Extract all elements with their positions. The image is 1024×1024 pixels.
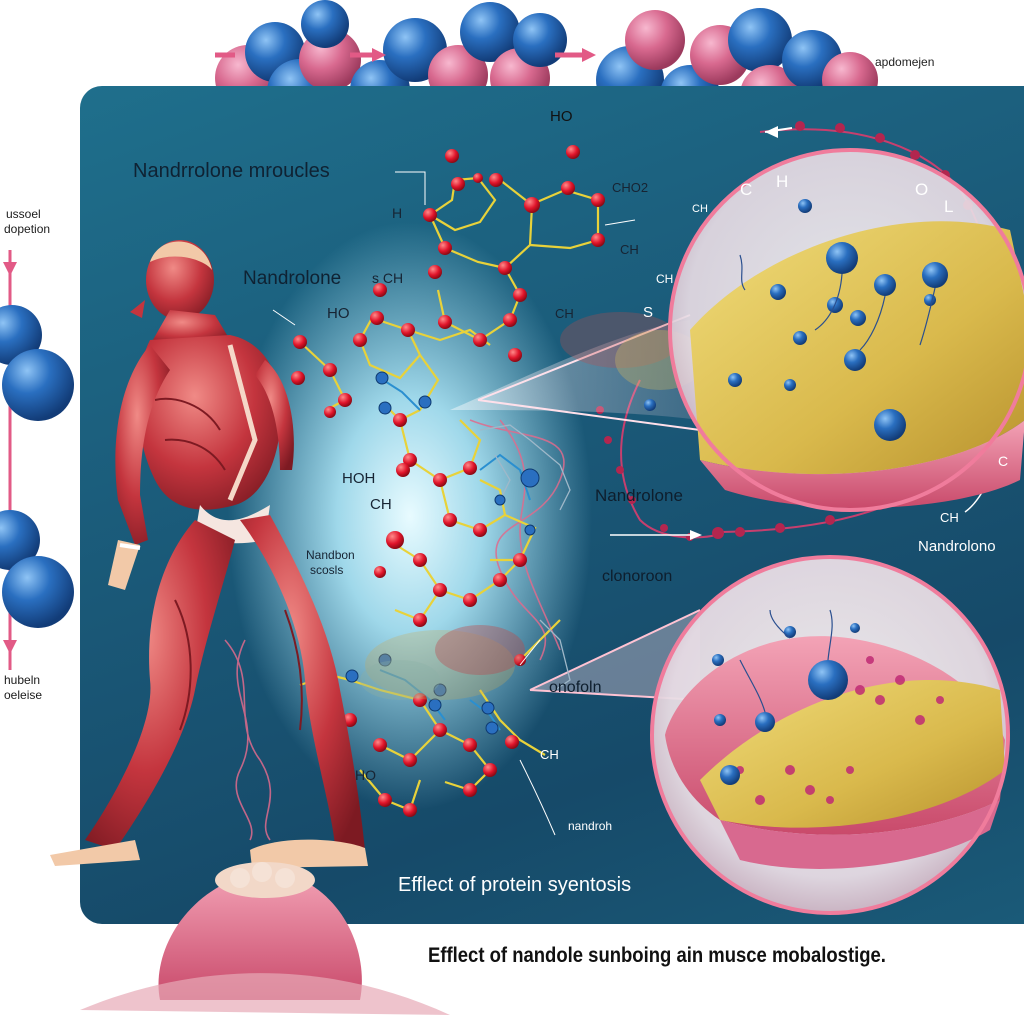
upper-letter-h: H (776, 172, 789, 191)
molecule-bonds-gray (479, 424, 571, 691)
ho-label-1: HO (327, 305, 350, 322)
upper-zoom-sphere (644, 148, 1024, 512)
left-margin-beads (0, 250, 74, 670)
molecule-atoms-red (291, 145, 605, 817)
leader-lines (272, 171, 636, 836)
onofoln-label: onofoln (549, 679, 602, 696)
footer-caption: Efflect of nandole sunboing ain musce mo… (428, 944, 886, 967)
upper-ch-small: CH (692, 203, 708, 215)
upper-ch-left: CH (656, 272, 674, 286)
dna-helix (224, 419, 565, 841)
ch-label-2: CH (555, 306, 574, 321)
molecules-title: Nandrrolone mroucles (133, 160, 330, 182)
nandbon-label-line2: scosls (310, 563, 344, 577)
white-arrow-head (765, 126, 778, 138)
molecule-atoms-blue (345, 371, 540, 735)
left-top-label-line2: dopetion (4, 222, 51, 236)
nandrolone-zoom-label: Nandrolone (595, 486, 683, 505)
upper-c-label: C (998, 453, 1009, 469)
nandrolone-ch-label: s CH (372, 270, 404, 286)
upper-letter-c: C (740, 180, 753, 199)
ch-label-3: CH (370, 496, 392, 513)
ho-label-top: HO (550, 108, 573, 125)
upper-s-label: S (643, 304, 654, 321)
light-beam-lower (530, 610, 700, 700)
left-bottom-label-line1: hubeln (4, 673, 41, 687)
nandrolone-main-label: Nandrolone (243, 268, 342, 289)
upper-letter-l: L (944, 197, 954, 216)
hoh-label: HOH (342, 470, 376, 487)
nandroh-label: nandroh (568, 819, 613, 833)
nandrolono-label: Nandrolono (918, 538, 996, 555)
light-beam-upper (450, 320, 700, 420)
ch-label-4: CH (540, 747, 559, 762)
nandbon-label-line1: Nandbon (306, 548, 355, 562)
upper-ch-right: CH (940, 510, 959, 525)
left-bottom-label-line2: oeleise (4, 688, 43, 702)
effect-inline-label: Efflect of protein syentosis (398, 874, 632, 896)
cho2-label: CHO2 (612, 180, 649, 195)
muscle-bundle (80, 862, 450, 1015)
upper-letter-o: O (915, 180, 929, 199)
ho-label-2: HO (355, 767, 376, 783)
clonoroon-label: clonoroon (602, 568, 673, 585)
ch-label-1: CH (620, 242, 639, 257)
h-label: H (392, 205, 403, 221)
speckle-cloud (360, 312, 705, 700)
muscular-figure (50, 240, 368, 868)
top-right-label: apdomejen (875, 55, 935, 69)
lower-zoom-sphere (650, 555, 1010, 915)
left-top-label-line1: ussoel (6, 207, 41, 221)
